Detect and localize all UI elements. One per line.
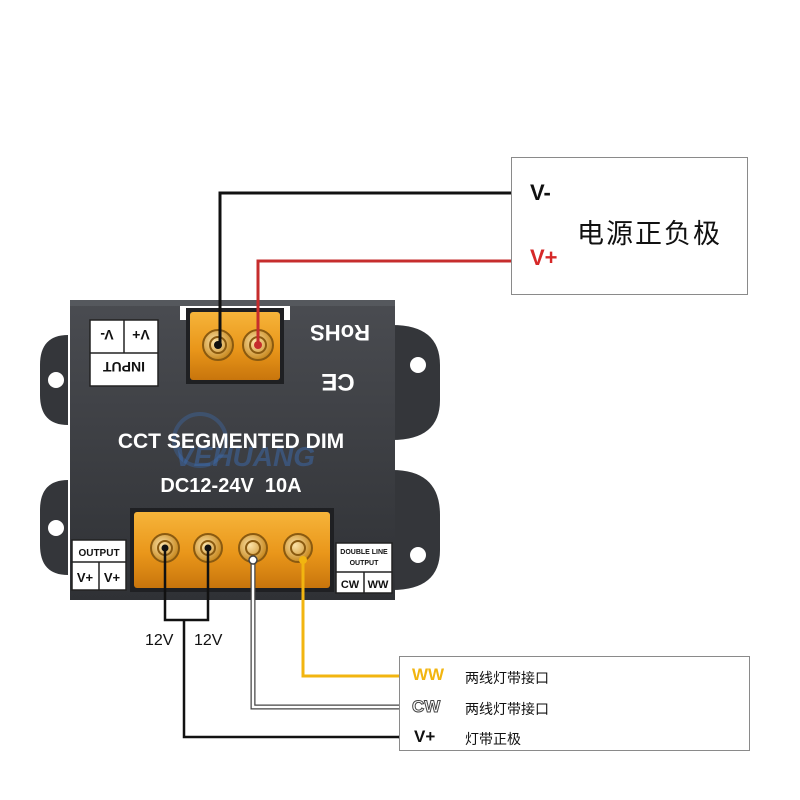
output-screw-4 (283, 533, 313, 563)
output-12v-left: 12V (145, 632, 174, 649)
supply-vminus-label: V- (530, 180, 551, 205)
ce-mark: CE (321, 368, 354, 395)
housing-top-edge (70, 300, 395, 306)
led-ww-desc: 两线灯带接口 (465, 671, 549, 687)
mounting-ear-right-top (392, 325, 440, 440)
mount-hole-right-bottom (410, 547, 426, 563)
input-label: INPUT (103, 359, 145, 375)
input-vplus-label: V+ (132, 327, 150, 343)
brand-watermark: VEHUANG (175, 441, 315, 472)
led-strip-box (399, 656, 750, 751)
mount-hole-left-top (48, 372, 64, 388)
input-terminal-block (186, 308, 284, 384)
output-vplus-1: V+ (77, 570, 94, 585)
double-line-output-label: OUTPUT (350, 560, 380, 567)
mounting-ear-right-bottom (392, 470, 440, 590)
led-cw-tag: CW (411, 697, 441, 717)
double-line-label: DOUBLE LINE (340, 549, 388, 556)
output-vplus-2: V+ (104, 570, 121, 585)
output-label-panel: OUTPUT V+ V+ (71, 539, 127, 591)
wire-cw-white (251, 560, 402, 709)
watermark-logo (172, 412, 228, 468)
device-rating: DC12-24V 10A (160, 475, 301, 497)
supply-vplus-label: V+ (530, 245, 558, 270)
output-label: OUTPUT (78, 548, 119, 559)
wire-ww-yellow (301, 560, 404, 678)
wire-led-vplus (182, 620, 402, 739)
led-ww-tag: WW (412, 665, 445, 684)
mount-hole-right-top (410, 357, 426, 373)
ww-port-label: WW (368, 579, 389, 591)
mount-hole-left-bottom (48, 520, 64, 536)
wire-output-bridge (163, 548, 210, 622)
wire-vminus-black (218, 191, 522, 345)
led-cw-desc: 两线灯带接口 (465, 702, 549, 718)
device-model-title: CCT SEGMENTED DIM (118, 430, 344, 453)
cw-port-label: CW (341, 579, 360, 591)
wire-vplus-red (256, 259, 528, 345)
power-supply-box (511, 157, 748, 295)
led-vplus-desc: 灯带正极 (465, 732, 521, 748)
rohs-mark: RoHS (310, 320, 370, 345)
supply-polarity-caption: 电源正负极 (577, 219, 722, 250)
led-vplus-tag: V+ (414, 727, 436, 746)
output-12v-right: 12V (194, 632, 223, 649)
input-vminus-label: V- (100, 327, 114, 343)
double-line-output-panel: DOUBLE LINE OUTPUT CW WW (335, 542, 393, 594)
input-label-panel: INPUT V+ V- (89, 319, 159, 387)
